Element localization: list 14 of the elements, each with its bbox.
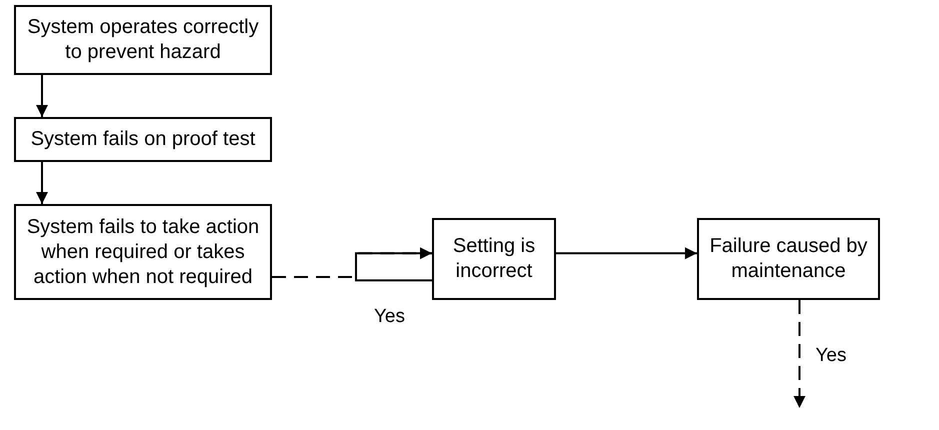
- arrow: [272, 247, 432, 278]
- arrow: [36, 162, 48, 204]
- process-box: [697, 218, 880, 300]
- box-text: Failure caused by maintenance: [708, 234, 868, 284]
- box-text: System operates correctly to prevent hazard: [26, 15, 260, 65]
- process-box: [14, 204, 272, 300]
- arrow: [793, 300, 806, 408]
- process-box: [14, 5, 272, 75]
- arrow: [36, 75, 48, 117]
- process-box: [14, 117, 272, 162]
- box-text: System fails on proof test: [30, 127, 256, 152]
- process-box: [432, 218, 556, 300]
- box-text: System fails to take action when required or takes action when not required: [26, 214, 260, 290]
- box-text: Setting is incorrect: [452, 234, 536, 284]
